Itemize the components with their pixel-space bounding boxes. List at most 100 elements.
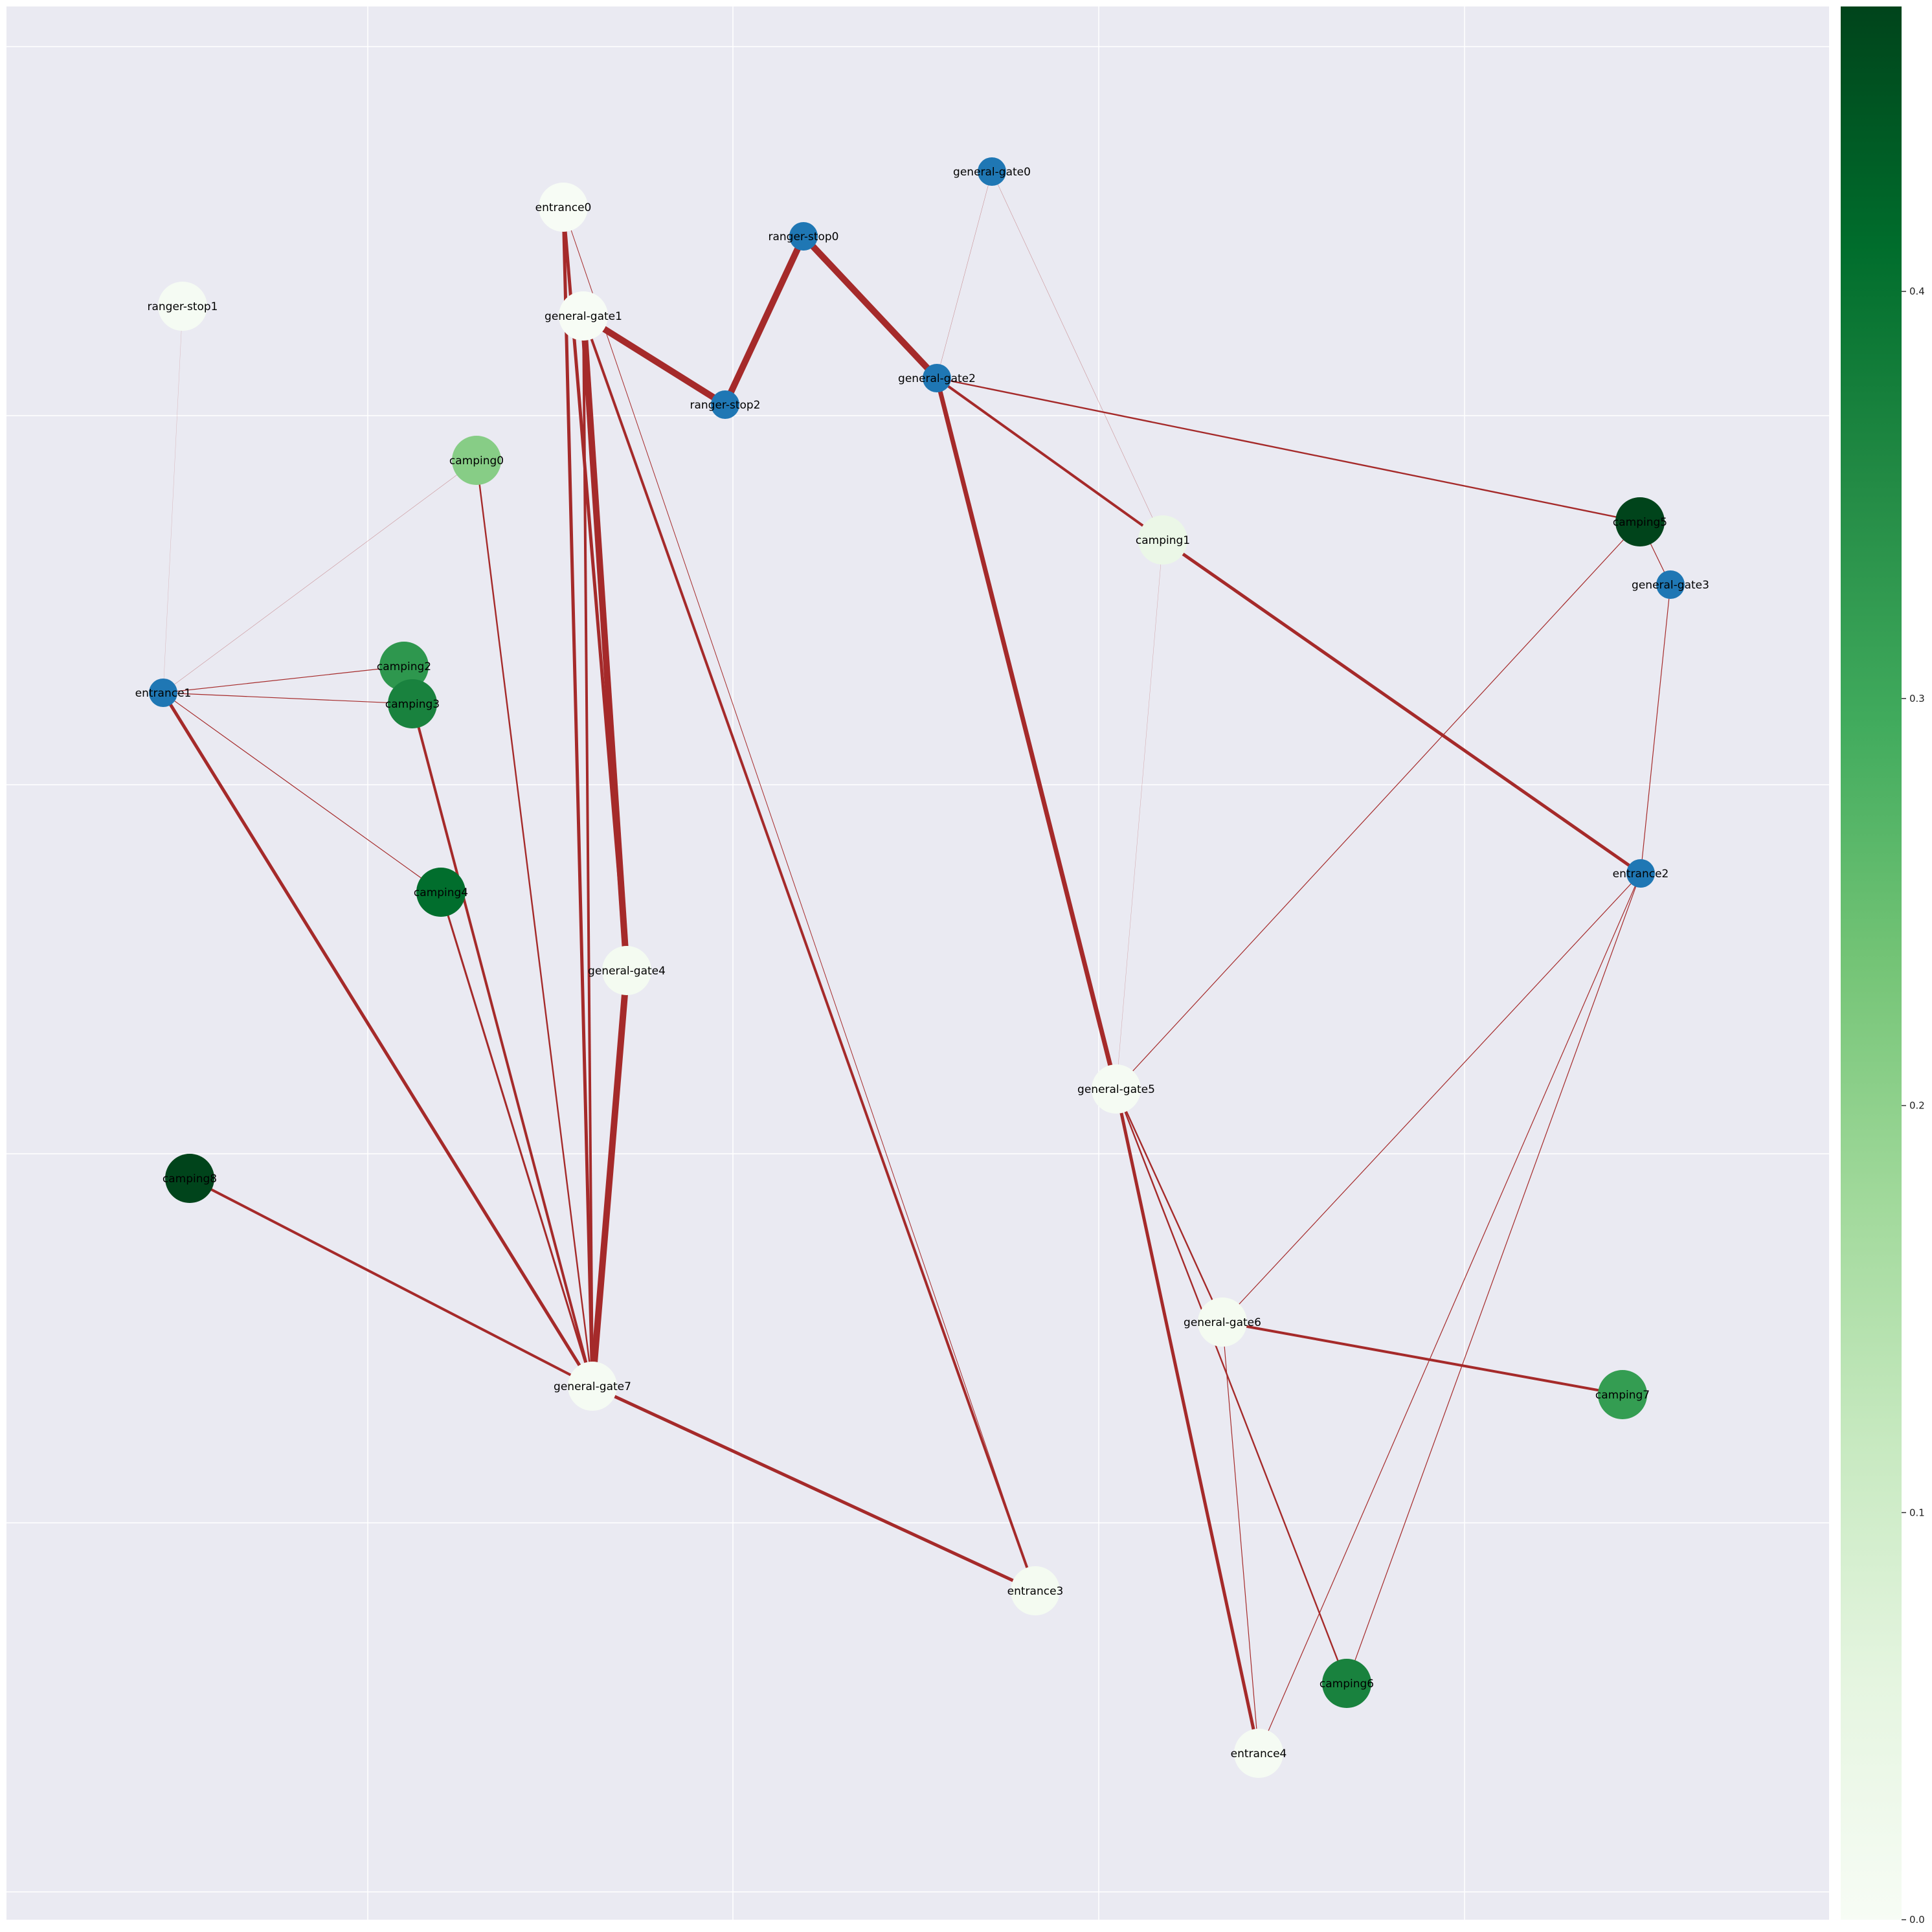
node-marker: [1656, 570, 1685, 599]
node-marker: [1234, 1729, 1283, 1778]
node-marker: [923, 364, 951, 392]
edge-entrance0-general-gate7: [561, 207, 594, 1387]
edge-ranger-stop0-general-gate2: [801, 234, 939, 381]
plot-background: [6, 6, 1829, 1920]
node-marker: [1322, 1659, 1371, 1708]
node-general-gate1: general-gate1: [545, 291, 622, 341]
node-marker: [379, 642, 429, 691]
node-general-gate5: general-gate5: [1077, 1064, 1155, 1114]
edge-camping8-general-gate7: [189, 1177, 593, 1387]
node-label: general-gate3: [1632, 579, 1709, 592]
node-label: entrance1: [135, 687, 192, 700]
node-entrance0: entrance0: [535, 183, 592, 232]
node-marker: [452, 436, 501, 485]
node-marker: [1626, 859, 1655, 888]
node-label: general-gate7: [554, 1380, 631, 1393]
edge-general-gate6-camping7: [1222, 1321, 1623, 1396]
node-marker: [978, 157, 1006, 186]
edge-general-gate2-camping1: [936, 377, 1164, 541]
node-label: camping4: [414, 886, 468, 899]
nodes: entrance0 ranger-stop1 general-gate1 genera…: [135, 157, 1709, 1778]
node-marker: [388, 679, 437, 728]
edge-entrance1-camping3: [163, 692, 413, 704]
edge-general-gate1-entrance3: [582, 315, 1037, 1591]
node-camping4: camping4: [414, 868, 468, 917]
node-camping3: camping3: [385, 679, 440, 728]
node-camping5: camping5: [1613, 497, 1667, 546]
node-ranger-stop1: ranger-stop1: [148, 282, 218, 331]
colorbar: 0.00.10.20.30.4: [1841, 6, 1925, 1926]
node-camping6: camping6: [1320, 1659, 1374, 1708]
node-marker: [568, 1362, 617, 1411]
node-label: camping2: [377, 660, 431, 673]
node-marker: [602, 946, 651, 995]
node-marker: [789, 222, 818, 251]
node-label: ranger-stop1: [148, 300, 218, 313]
node-general-gate3: general-gate3: [1632, 570, 1709, 599]
edge-entrance1-camping4: [163, 692, 442, 893]
node-entrance1: entrance1: [135, 679, 192, 707]
node-ranger-stop2: ranger-stop2: [690, 390, 761, 419]
node-camping0: camping0: [449, 436, 504, 485]
node-general-gate2: general-gate2: [898, 364, 976, 392]
node-marker: [1011, 1566, 1060, 1615]
edge-general-gate4-general-gate7: [589, 970, 630, 1387]
node-marker: [1092, 1064, 1141, 1114]
colorbar-ticks: 0.00.10.20.30.4: [1902, 286, 1925, 1926]
edge-camping1-entrance2: [1162, 538, 1642, 875]
node-label: entrance3: [1007, 1585, 1064, 1598]
node-marker: [559, 291, 608, 341]
node-label: entrance0: [535, 201, 592, 214]
node-entrance3: entrance3: [1007, 1566, 1064, 1615]
colorbar-gradient: [1841, 6, 1902, 1920]
colorbar-tick-label: 0.1: [1909, 1507, 1925, 1518]
node-label: entrance4: [1231, 1747, 1287, 1760]
edge-ranger-stop1-entrance1: [163, 306, 183, 693]
node-label: camping3: [385, 698, 440, 711]
node-marker: [158, 282, 207, 331]
edge-entrance1-camping2: [163, 666, 405, 693]
colorbar-tick-label: 0.4: [1909, 286, 1925, 297]
node-marker: [539, 183, 588, 232]
edge-general-gate6-entrance4: [1222, 1321, 1259, 1754]
node-label: general-gate6: [1184, 1316, 1261, 1329]
edge-camping0-general-gate7: [475, 460, 594, 1387]
node-marker: [1138, 515, 1187, 565]
node-camping7: camping7: [1595, 1370, 1650, 1419]
node-label: camping0: [449, 455, 504, 467]
node-label: ranger-stop2: [690, 399, 761, 412]
node-label: general-gate5: [1077, 1083, 1155, 1096]
node-label: general-gate4: [588, 965, 666, 978]
node-marker: [1598, 1370, 1647, 1419]
node-label: entrance2: [1613, 868, 1669, 881]
edge-entrance2-camping6: [1346, 873, 1641, 1684]
edge-general-gate5-camping6: [1115, 1088, 1348, 1684]
edge-entrance1-general-gate7: [161, 691, 594, 1387]
colorbar-tick-label: 0.3: [1909, 693, 1925, 704]
edge-ranger-stop2-ranger-stop0: [722, 234, 807, 407]
node-label: general-gate1: [545, 310, 622, 323]
edge-general-gate0-camping1: [991, 171, 1163, 541]
node-camping2: camping2: [377, 642, 431, 691]
edge-general-gate2-camping5: [936, 377, 1641, 523]
node-label: camping1: [1136, 534, 1190, 547]
edge-general-gate1-ranger-stop2: [581, 313, 727, 408]
node-label: general-gate0: [953, 166, 1031, 179]
node-camping1: camping1: [1136, 515, 1190, 565]
edge-general-gate7-entrance3: [591, 1384, 1037, 1593]
node-marker: [416, 868, 466, 917]
colorbar-tick-label: 0.0: [1909, 1914, 1925, 1926]
node-label: camping7: [1595, 1389, 1650, 1402]
node-label: camping6: [1320, 1678, 1374, 1690]
edge-entrance2-general-gate6: [1222, 873, 1641, 1323]
node-entrance4: entrance4: [1231, 1729, 1287, 1778]
edge-general-gate5-general-gate6: [1115, 1088, 1224, 1323]
edge-general-gate1-general-gate7: [582, 315, 594, 1387]
edge-general-gate2-general-gate5: [934, 377, 1119, 1090]
node-general-gate7: general-gate7: [554, 1362, 631, 1411]
node-marker: [711, 390, 739, 419]
node-general-gate0: general-gate0: [953, 157, 1031, 186]
node-entrance2: entrance2: [1613, 859, 1669, 888]
edge-general-gate5-entrance4: [1114, 1088, 1261, 1754]
